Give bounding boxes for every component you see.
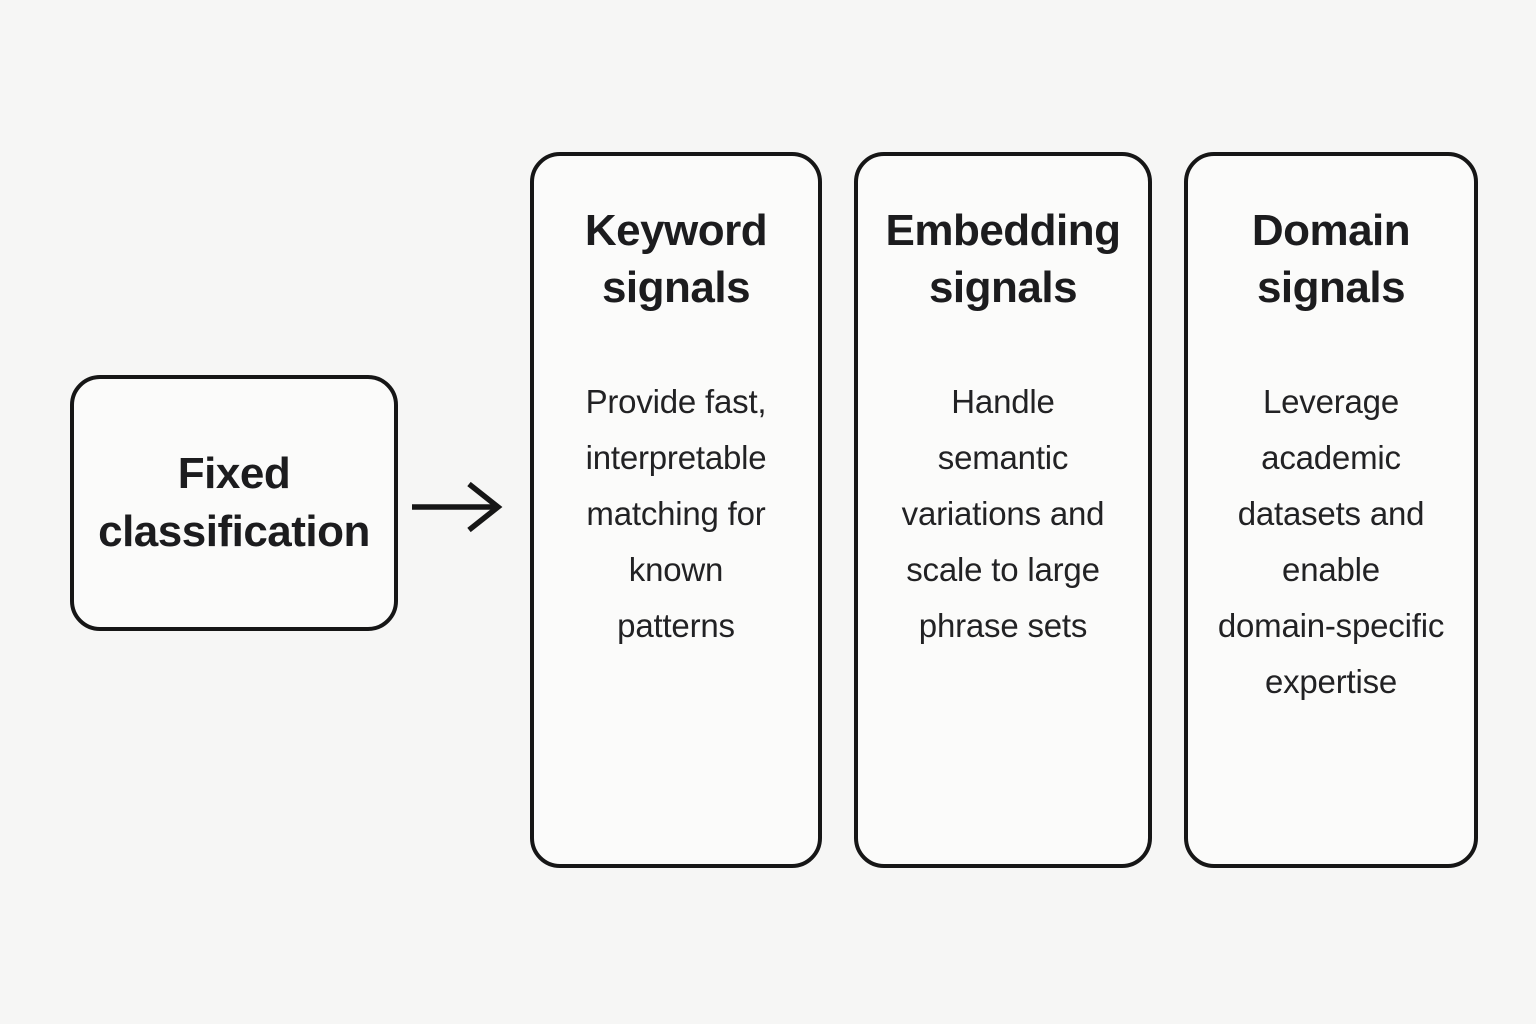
keyword-signals-description: Provide fast, interpretable matching for…	[585, 383, 767, 644]
fixed-classification-box: Fixed classification	[70, 375, 398, 631]
domain-signals-description: Leverage academic datasets and enable do…	[1217, 383, 1445, 700]
fixed-classification-label: Fixed classification	[98, 449, 370, 556]
embedding-signals-title: Embedding signals	[885, 206, 1121, 312]
domain-signals-card: Domain signals Leverage academic dataset…	[1184, 152, 1478, 868]
keyword-signals-title: Keyword signals	[584, 206, 768, 312]
embedding-signals-card: Embedding signals Handle semantic variat…	[854, 152, 1152, 868]
embedding-signals-description: Handle semantic variations and scale to …	[901, 383, 1105, 644]
keyword-signals-card: Keyword signals Provide fast, interpreta…	[530, 152, 822, 868]
domain-signals-title: Domain signals	[1251, 206, 1411, 312]
right-arrow-icon	[412, 481, 503, 533]
